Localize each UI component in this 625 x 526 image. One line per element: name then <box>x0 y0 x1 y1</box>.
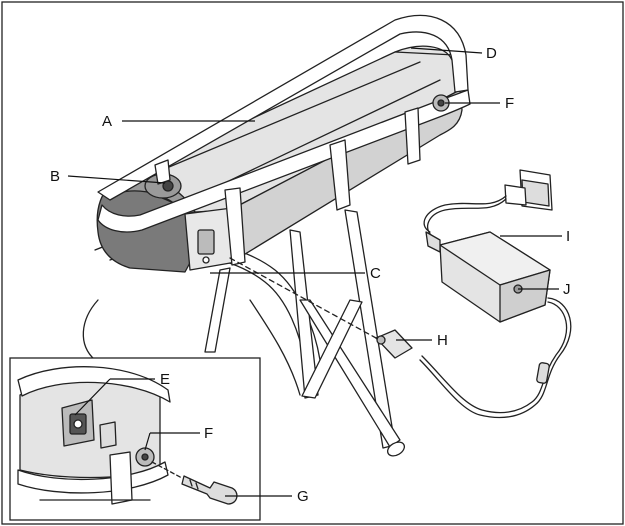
label-f-inset: F <box>204 425 213 442</box>
rack-rails <box>97 14 471 266</box>
label-c: C <box>370 265 381 282</box>
label-i: I <box>566 228 570 245</box>
mains-plug <box>504 184 527 206</box>
callout-labels: A B C D E F F G H I J <box>50 45 571 505</box>
label-b: B <box>50 168 60 185</box>
label-f: F <box>505 95 514 112</box>
label-h: H <box>437 332 448 349</box>
inset-detail <box>9 357 261 521</box>
label-e: E <box>160 371 170 388</box>
callout-lines <box>67 47 562 497</box>
charger-connector <box>375 329 413 359</box>
label-g: G <box>297 488 309 505</box>
charger <box>229 169 572 419</box>
label-d: D <box>486 45 497 62</box>
label-j: J <box>563 281 571 298</box>
label-a: A <box>102 113 112 130</box>
rack-struts <box>204 209 406 457</box>
